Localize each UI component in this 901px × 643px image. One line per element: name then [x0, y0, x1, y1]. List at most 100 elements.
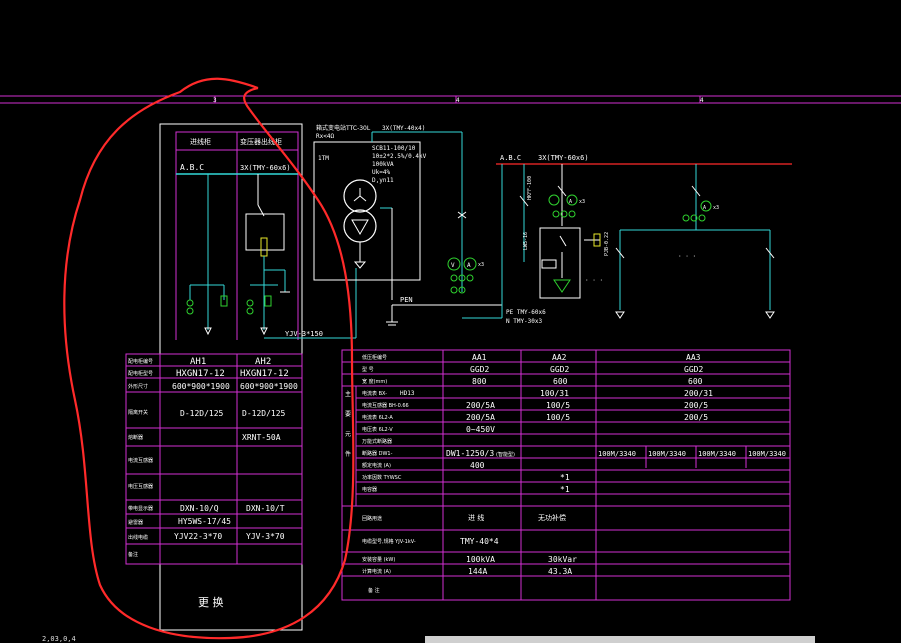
lv-row-label: 宽 度(mm): [362, 378, 387, 385]
hv-row-label: 熔断器: [128, 434, 143, 441]
hv-col-header-incoming: 进线柜: [190, 137, 211, 146]
lv-row-label: 型 号: [362, 366, 374, 373]
lv-group-label-1: 主: [345, 390, 351, 398]
transformer-winding-hv-icon: [343, 179, 377, 213]
lv-row-label: 额定电流 (A): [362, 462, 391, 469]
lv-section: A.B.C 3X(TMY-60x6) PE TMY-60x6 N TMY-30x…: [462, 154, 792, 325]
box-sub: Rx<4Ω: [316, 133, 334, 140]
box-substation-frame: [313, 141, 421, 281]
lv-table: 主 要 元 件 低压柜编号 AA1 AA2 AA3 型 号 GGD2 GGD2 …: [341, 349, 791, 601]
hv-cell: XRNT-50A: [242, 433, 281, 442]
tx-spec: Uk=4%: [372, 169, 390, 176]
svg-text:A: A: [703, 205, 706, 211]
lv-cell: 100M/3340: [598, 450, 636, 458]
hv-cable-label: YJV-3*150: [285, 330, 323, 338]
hv-row-label: 外形尺寸: [128, 383, 148, 390]
hv-panel: 进线柜 变压器出线柜 A.B.C 3X(TMY-60x6) YJV-3*150: [125, 123, 357, 631]
hv-row-label: 出线电缆: [128, 534, 148, 541]
lv-bus-label-left: A.B.C: [500, 154, 521, 162]
tx-spec: D,yn11: [372, 177, 394, 184]
lv-cell: 200/5A: [466, 401, 495, 410]
hv-arrester-icon: [220, 295, 228, 307]
hv-cell: YJV-3*70: [246, 532, 285, 541]
svg-text:A: A: [569, 199, 572, 205]
svg-text:A: A: [467, 262, 471, 269]
lv-cell: 100kVA: [466, 555, 495, 564]
voltmeter-icon: [447, 257, 461, 271]
lv-row-label: 功率因数 TYWSC: [362, 474, 402, 481]
lv-cell: 200/5: [684, 413, 708, 422]
lv-row-label: 电流互感器 BH-0.66: [362, 402, 409, 409]
lv-col-head-aa3: AA3: [686, 353, 701, 362]
lv-arrester-icon: [593, 233, 601, 247]
box-tag: 1TM: [318, 155, 329, 162]
lv-row-label: 电容器: [362, 486, 377, 493]
svg-text:x3: x3: [713, 205, 719, 211]
lv-col-head-aa1: AA1: [472, 353, 487, 362]
hv-bus-label-left: A.B.C: [180, 163, 204, 172]
lv-cell: 43.3A: [548, 567, 572, 576]
lv-group-label-4: 件: [345, 450, 351, 458]
hv-row-label: 避雷器: [128, 519, 143, 526]
tx-spec: 10±2*2.5%/0.4kV: [372, 153, 427, 160]
capacitor-icon: [553, 279, 571, 293]
lv-row-label: 断路器 DW1-: [362, 450, 393, 457]
hv-panel-note: 更 换: [198, 595, 224, 609]
lv-cell: GGD2: [550, 365, 569, 374]
lv-cell: 600: [553, 377, 568, 386]
transformer-winding-lv-icon: [343, 209, 377, 243]
n-label: N TMY-30x3: [506, 318, 543, 325]
hv-cell: 600*900*1900: [172, 382, 230, 391]
lv-cell: GGD2: [684, 365, 703, 374]
hv-fuse-icon: [260, 237, 268, 257]
hv-col-header-transformer: 变压器出线柜: [240, 137, 282, 146]
hv-row-label: 隔离开关: [128, 409, 148, 416]
hv-cell: D-12D/125: [242, 409, 286, 418]
horizontal-scrollbar[interactable]: [425, 636, 815, 643]
hv-cell: YJV22-3*70: [174, 532, 222, 541]
hv-cell: HY5WS-17/45: [178, 517, 231, 526]
lv-cell: 200/31: [684, 389, 713, 398]
hv-row-label: 带电显示器: [128, 505, 153, 512]
svg-text:· · ·: · · ·: [678, 253, 696, 260]
lv-col-head-aa2: AA2: [552, 353, 567, 362]
hv-cell: D-12D/125: [180, 409, 224, 418]
tx-hv-bus-label: 3X(TMY-40x4): [382, 125, 425, 132]
footer-mark: 2,03,0,4: [42, 635, 76, 643]
lv-cell: 100M/3340: [748, 450, 786, 458]
hv-cell: AH1: [190, 357, 206, 367]
tx-spec: 100kVA: [372, 161, 394, 168]
lv-cell: 600: [688, 377, 703, 386]
hv-row-label: 电流互感器: [128, 457, 153, 464]
tx-spec: SCB11-100/10: [372, 145, 416, 152]
box-title: 箱式变电站TTC-30L: [316, 124, 371, 132]
lv-row-label: 电压表 6L2-V: [362, 426, 393, 433]
hv-row-label: 电压互感器: [128, 483, 153, 490]
hv-row-label: 备注: [128, 551, 138, 558]
svg-text:x3: x3: [579, 199, 585, 205]
pe-label: PE TMY-60x6: [506, 309, 546, 316]
lv-cell: 800: [472, 377, 487, 386]
hv-cell: DXN-10/T: [246, 504, 285, 513]
lv-cell-sub: (智能型): [496, 451, 515, 458]
hv-row-label: 配电柜型号: [128, 370, 153, 377]
lv-row-label: 回路用途: [362, 515, 382, 522]
lv-row-label: 万能式断路器: [362, 438, 392, 445]
lv-cell: *1: [560, 485, 570, 494]
svg-text:V: V: [451, 262, 455, 269]
capacitor-bank-frame: [539, 227, 581, 299]
lv-row-sub: HD13: [400, 390, 415, 397]
lv-cell: 100/31: [540, 389, 569, 398]
lv-row-label: 电流表 BX-: [362, 390, 387, 397]
lv-row-label: 备 注: [368, 587, 380, 594]
lv-cell: DW1-1250/3: [446, 449, 494, 458]
top-ruler: 3 4 4: [0, 95, 901, 104]
lv-row-label: 电流表 6L2-A: [362, 414, 393, 421]
transformer-section: 箱式变电站TTC-30L Rx<4Ω 1TM SCB11-100/10 10±2…: [313, 124, 502, 326]
lv-bus-label-right: 3X(TMY-60x6): [538, 154, 589, 162]
lv-cell: 100/5: [546, 413, 570, 422]
lv-cell: 144A: [468, 567, 487, 576]
hv-row-label: 配电柜编号: [128, 358, 153, 365]
ct-mult: x3: [478, 262, 484, 268]
